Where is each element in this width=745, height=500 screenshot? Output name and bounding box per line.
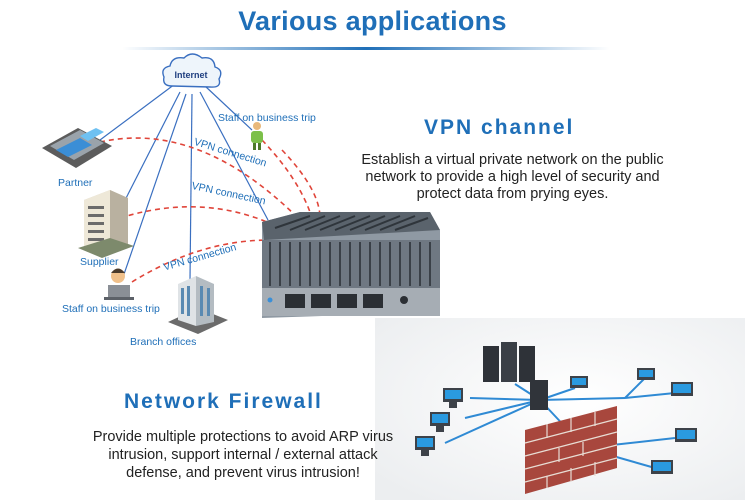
firewall-description: Provide multiple protections to avoid AR… (92, 429, 394, 481)
internet-links (99, 83, 269, 281)
vpn-description: Establish a virtual private network on t… (361, 152, 664, 202)
branch-office-building-icon (168, 276, 228, 334)
vpn-heading: VPN channel (424, 116, 575, 139)
cloud-icon: Internet (162, 53, 222, 88)
title-underline (122, 47, 610, 50)
partner-building-icon (42, 128, 112, 168)
supplier-label: Supplier (80, 256, 119, 268)
page-title: Various applications (238, 6, 507, 36)
internet-label: Internet (174, 70, 207, 80)
router-appliance-image (262, 212, 440, 318)
server-rack-icon (483, 342, 548, 410)
partner-label: Partner (58, 177, 93, 189)
staff-trip-top-label: Staff on business trip (218, 112, 316, 124)
staff-trip-bottom-label: Staff on business trip (62, 303, 160, 315)
firewall-heading: Network Firewall (124, 390, 323, 413)
supplier-building-icon (78, 190, 134, 258)
ethernet-ports (285, 294, 383, 308)
firewall-network-diagram (375, 318, 745, 500)
branch-label: Branch offices (130, 336, 197, 348)
traveler-icon (251, 122, 263, 150)
brick-wall-icon (524, 406, 618, 494)
staff-laptop-icon (104, 268, 134, 300)
